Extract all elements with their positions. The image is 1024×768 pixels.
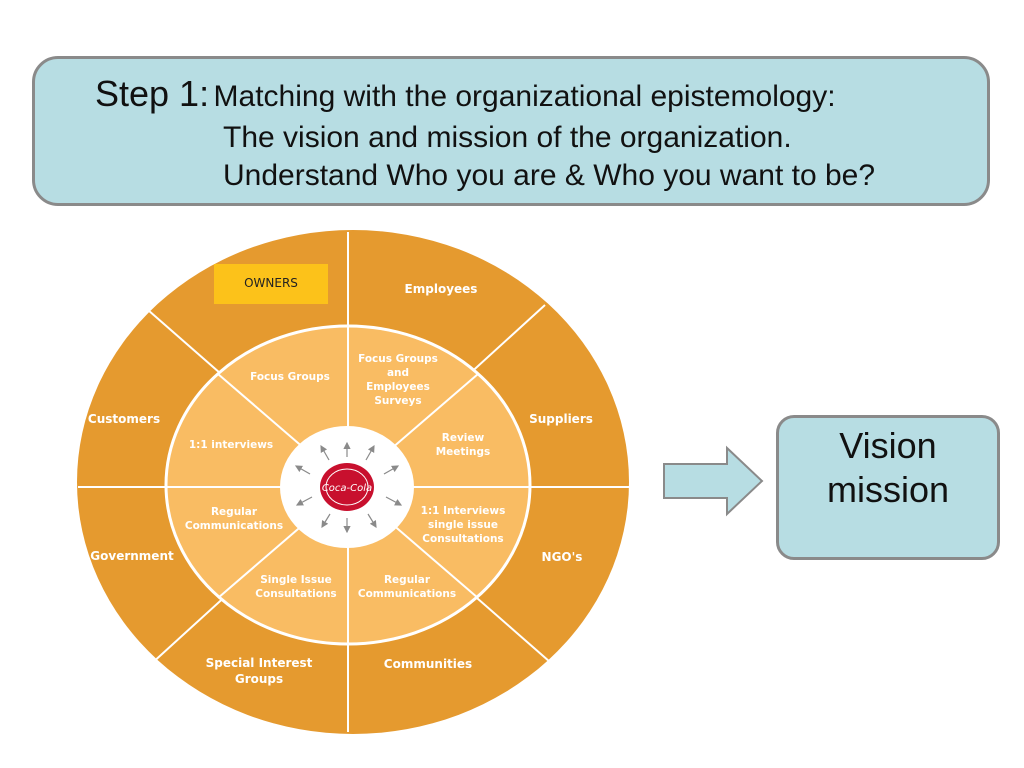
mission-label: mission xyxy=(826,469,950,510)
label-review-2: Meetings xyxy=(436,446,491,458)
coca-cola-logo: Coca-Cola xyxy=(320,463,374,511)
label-employees: Employees xyxy=(405,282,478,296)
label-customers: Customers xyxy=(88,412,160,426)
label-special-interest-2: Groups xyxy=(235,672,283,686)
label-fg-employees-2: and xyxy=(387,367,409,379)
title-box: Step 1: Matching with the organizational… xyxy=(32,56,990,206)
label-special-interest-1: Special Interest xyxy=(206,656,313,670)
logo-text: Coca-Cola xyxy=(322,483,372,494)
label-regular-comm-left-2: Communications xyxy=(185,520,283,532)
label-regular-comm-right-2: Communications xyxy=(358,588,456,600)
label-single-issue-1: Single Issue xyxy=(260,574,332,586)
right-arrow-icon xyxy=(663,445,764,517)
label-interviews-single-1: 1:1 Interviews xyxy=(421,505,506,517)
label-interviews-single-3: Consultations xyxy=(422,533,503,545)
label-focus-groups: Focus Groups xyxy=(250,371,330,383)
title-line-2: The vision and mission of the organizati… xyxy=(223,121,792,154)
label-review-1: Review xyxy=(442,432,485,444)
label-government: Government xyxy=(90,549,174,563)
owners-label: OWNERS xyxy=(244,276,298,290)
owners-box xyxy=(214,264,328,304)
label-regular-comm-left-1: Regular xyxy=(211,506,258,518)
vision-mission-box: Vision mission xyxy=(776,415,1000,560)
label-ngos: NGO's xyxy=(542,550,583,564)
label-interviews-left: 1:1 interviews xyxy=(189,439,273,451)
label-single-issue-2: Consultations xyxy=(255,588,336,600)
title-line-1: Step 1: Matching with the organizational… xyxy=(95,73,836,115)
center-arrows xyxy=(294,441,403,534)
label-regular-comm-right-1: Regular xyxy=(384,574,431,586)
label-suppliers: Suppliers xyxy=(529,412,593,426)
label-interviews-single-2: single issue xyxy=(428,519,498,531)
label-fg-employees-3: Employees xyxy=(366,381,430,393)
vision-label: Vision xyxy=(839,425,937,466)
label-communities: Communities xyxy=(384,657,472,671)
label-fg-employees-4: Surveys xyxy=(374,395,421,407)
title-text-1: Matching with the organizational epistem… xyxy=(213,80,836,113)
label-fg-employees-1: Focus Groups xyxy=(358,353,438,365)
step-label: Step 1: xyxy=(95,73,210,114)
title-line-3: Understand Who you are & Who you want to… xyxy=(223,159,876,192)
